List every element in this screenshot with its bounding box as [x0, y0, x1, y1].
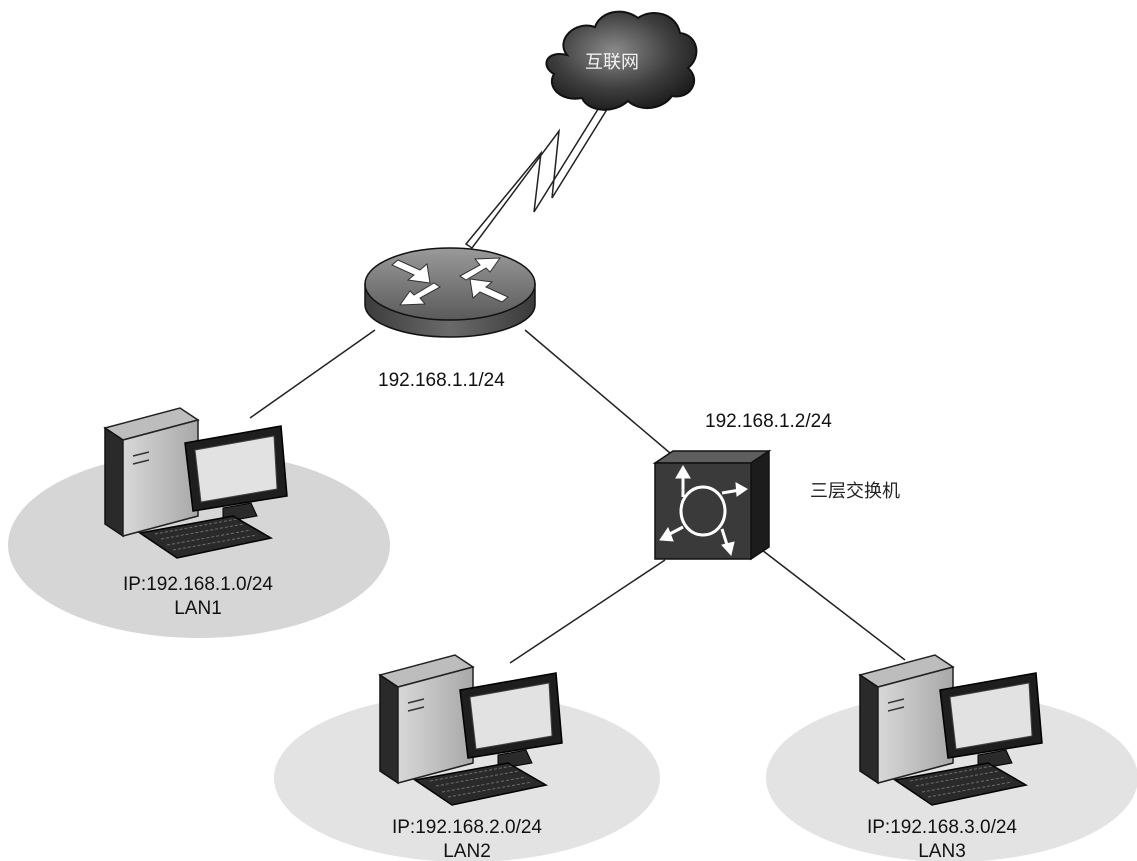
switch-name-label: 三层交换机	[810, 481, 900, 502]
lan1-name-label: LAN1	[174, 598, 222, 619]
link-switch-lan3	[761, 549, 906, 661]
layer3-switch-icon	[652, 449, 772, 561]
wan-lightning-link	[464, 104, 607, 250]
lan2-ip-label: IP:192.168.2.0/24	[392, 817, 542, 838]
link-router-lan1	[249, 329, 376, 419]
lan3-name-label: LAN3	[918, 841, 966, 861]
lan1-ip-label: IP:192.168.1.0/24	[123, 574, 273, 595]
switch-ip-label: 192.168.1.2/24	[705, 411, 832, 432]
lan3-ip-label: IP:192.168.3.0/24	[867, 817, 1017, 838]
internet-label: 互联网	[585, 52, 639, 72]
router-icon	[364, 247, 536, 338]
router-ip-label: 192.168.1.1/24	[378, 370, 505, 391]
lan2-name-label: LAN2	[443, 841, 491, 861]
internet-cloud-icon: 互联网	[545, 10, 698, 111]
link-switch-lan2	[509, 559, 666, 664]
link-router-switch	[524, 329, 671, 454]
